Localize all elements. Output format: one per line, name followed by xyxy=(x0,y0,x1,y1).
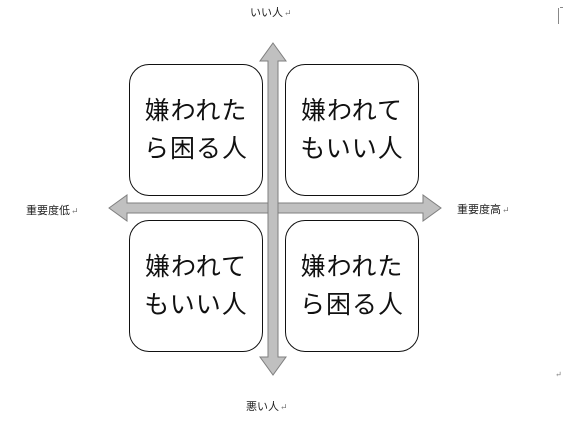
quadrant-bottom-left-line1: 嫌われて xyxy=(144,252,247,281)
quadrant-top-left-line1: 嫌われた xyxy=(144,96,248,125)
paragraph-mark-icon: ↵ xyxy=(280,403,288,413)
paragraph-mark-icon: ↵ xyxy=(555,370,562,379)
paragraph-mark-icon: ↵ xyxy=(502,206,510,216)
quadrant-bottom-left: 嫌われて もいい人 xyxy=(129,220,263,352)
axis-label-right-text: 重要度高 xyxy=(457,203,501,216)
axis-label-left-text: 重要度低 xyxy=(26,204,70,217)
axis-label-bottom: 悪い人↵ xyxy=(246,400,288,415)
quadrant-bottom-left-line2: もいい人 xyxy=(144,290,248,319)
axis-label-bottom-text: 悪い人 xyxy=(246,400,279,413)
quadrant-top-right: 嫌われて もいい人 xyxy=(285,64,419,196)
quadrant-top-right-line1: 嫌われて xyxy=(300,96,403,125)
text-cursor xyxy=(558,8,559,24)
quadrant-bottom-right-line2: ら困る人 xyxy=(299,290,404,319)
arrow-center-cross xyxy=(268,203,278,213)
axis-label-right: 重要度高↵ xyxy=(457,203,510,218)
axis-label-top: いい人↵ xyxy=(250,6,292,21)
page-corner-mark xyxy=(560,7,563,8)
quadrant-bottom-right-line1: 嫌われた xyxy=(300,252,404,281)
quadrant-bottom-right: 嫌われた ら困る人 xyxy=(285,220,419,352)
axis-label-top-text: いい人 xyxy=(250,6,283,19)
paragraph-mark-icon: ↵ xyxy=(71,207,79,217)
quadrant-top-left-line2: ら困る人 xyxy=(143,134,248,163)
paragraph-mark-icon: ↵ xyxy=(284,9,292,19)
quadrant-top-right-line2: もいい人 xyxy=(300,134,404,163)
quadrant-top-left: 嫌われた ら困る人 xyxy=(129,64,263,196)
axis-label-left: 重要度低↵ xyxy=(26,204,79,219)
